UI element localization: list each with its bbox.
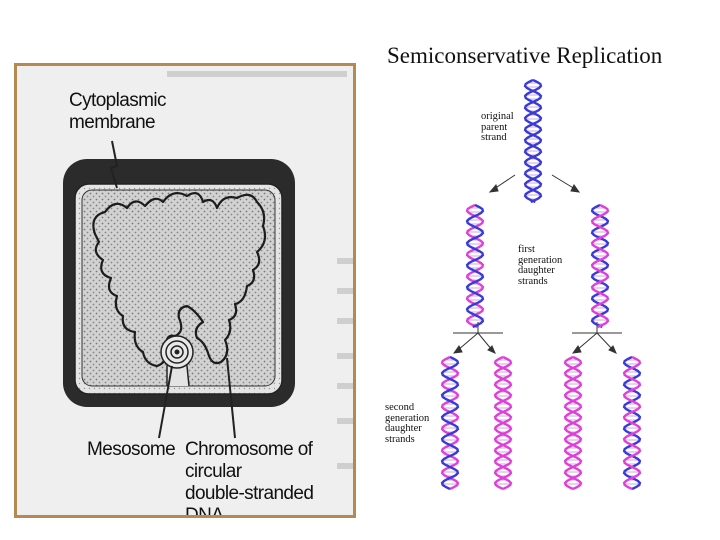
second-gen-label-line3: daughter [385, 423, 422, 434]
bacterial-cell-panel: Cytoplasmic membrane Mesosome Chromosome… [14, 63, 356, 518]
chromosome-label: Chromosome of circular double-stranded D… [185, 439, 353, 518]
strand-a [440, 355, 460, 491]
mesosome-label: Mesosome [87, 439, 176, 460]
strand-b [523, 78, 543, 204]
first-gen-label-line2: generation [518, 254, 563, 266]
cytoplasmic-membrane-label: Cytoplasmic membrane [69, 90, 166, 134]
mesosome [160, 335, 194, 369]
second-gen-label-line1: second [385, 402, 415, 413]
scanned-background-text [167, 71, 353, 469]
strand-a [622, 355, 642, 491]
strand-a [523, 78, 543, 204]
replication-title: Semiconservative Replication [387, 43, 663, 68]
second-gen-helix-3 [563, 355, 583, 491]
first-generation-label: first generation daughter strands [518, 244, 563, 287]
chromosome-dna [92, 191, 267, 368]
cytoplasmic-label-line1: Cytoplasmic [69, 90, 166, 111]
second-gen-helix-1 [440, 355, 460, 491]
second-generation-label: second generation daughter strands [385, 402, 430, 445]
dna-helices [440, 78, 642, 491]
label-pointers [109, 140, 236, 439]
strand-b [590, 203, 610, 329]
chromosome-label-line2: double-stranded DNA [185, 483, 314, 518]
first-gen-label-line1: first [518, 244, 535, 255]
second-gen-label-line2: generation [385, 412, 430, 424]
first-gen-label-line3: daughter [518, 265, 555, 276]
parent-helix [523, 78, 543, 204]
original-label-line2: parent [481, 121, 508, 133]
second-gen-label-line4: strands [385, 433, 415, 445]
original-label-line3: strand [481, 132, 507, 143]
second-gen-helix-4 [622, 355, 642, 491]
replication-arrows [452, 174, 622, 354]
strand-a [493, 355, 513, 491]
first-gen-label-line4: strands [518, 275, 548, 287]
original-parent-strand-label: original parent strand [481, 111, 514, 144]
cytoplasmic-label-line2: membrane [69, 112, 156, 133]
second-gen-helix-2 [493, 355, 513, 491]
strand-a [590, 203, 610, 329]
first-gen-helix-left [465, 203, 485, 329]
chromosome-label-line1: Chromosome of circular [185, 439, 313, 482]
original-label-line1: original [481, 111, 514, 122]
strand-a [563, 355, 583, 491]
first-gen-helix-right [590, 203, 610, 329]
replication-panel: Semiconservative Replication original pa… [370, 35, 715, 500]
strand-b [465, 203, 485, 329]
replication-drawing [440, 78, 642, 491]
strand-a [465, 203, 485, 329]
bacterial-cell-drawing [63, 71, 353, 469]
